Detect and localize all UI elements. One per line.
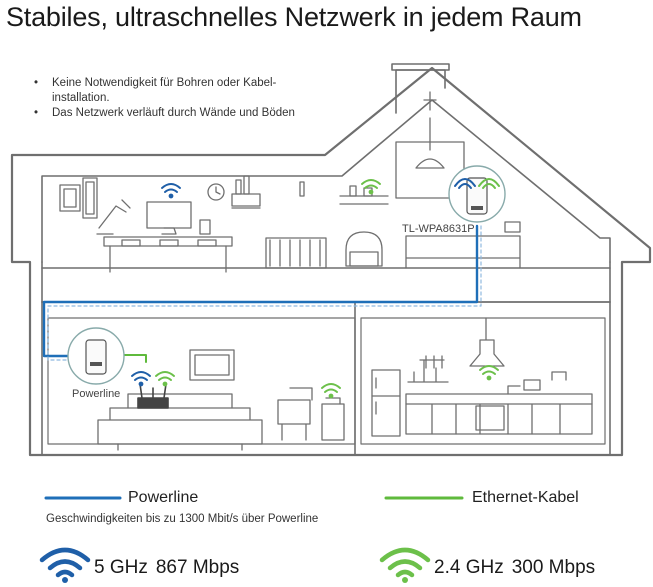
- wifi-icon: [131, 179, 499, 399]
- legend-ethernet-label: Ethernet-Kabel: [472, 489, 579, 506]
- extender-device-icon: [448, 165, 506, 223]
- wifi-5ghz-icon: [39, 547, 91, 583]
- wifi-24ghz-icon: [379, 547, 431, 583]
- attic-furniture: [59, 175, 305, 273]
- kitchen-furniture: [371, 317, 593, 437]
- feature-bullet-text: Keine Notwendigkeit für Bohren oder Kabe…: [52, 77, 277, 89]
- feature-bullet: Keine Notwendigkeit für Bohren oder Kabe…: [34, 76, 295, 106]
- feature-bullet-text-cont: installation.: [52, 92, 110, 104]
- feature-bullet: Das Netzwerk verläuft durch Wände und Bö…: [34, 106, 295, 121]
- feature-list: Keine Notwendigkeit für Bohren oder Kabe…: [34, 76, 295, 121]
- feature-bullet-text: Das Netzwerk verläuft durch Wände und Bö…: [52, 107, 295, 119]
- powerline-adapter-icon: [67, 327, 125, 385]
- extender-label: TL-WPA8631P: [402, 223, 475, 235]
- speed-5ghz: 5 GHz 867 Mbps: [94, 557, 239, 579]
- page-title: Stabiles, ultraschnelles Netzwerk in jed…: [6, 2, 582, 32]
- speed-note: Geschwindigkeiten bis zu 1300 Mbit/s übe…: [46, 513, 319, 525]
- router-icon: [137, 383, 169, 409]
- rate-24ghz: 300 Mbps: [511, 557, 596, 578]
- speed-24ghz: 2.4 GHz 300 Mbps: [434, 557, 595, 579]
- adapter-label: Powerline: [72, 388, 121, 400]
- band-5ghz: 5 GHz: [94, 557, 148, 578]
- powerline-wiring: [42, 224, 482, 361]
- rate-5ghz: 867 Mbps: [155, 557, 240, 578]
- band-24ghz: 2.4 GHz: [434, 557, 504, 578]
- legend-powerline-label: Powerline: [128, 489, 199, 506]
- livingroom-furniture: [97, 349, 345, 451]
- house-outline-icon: [10, 63, 652, 457]
